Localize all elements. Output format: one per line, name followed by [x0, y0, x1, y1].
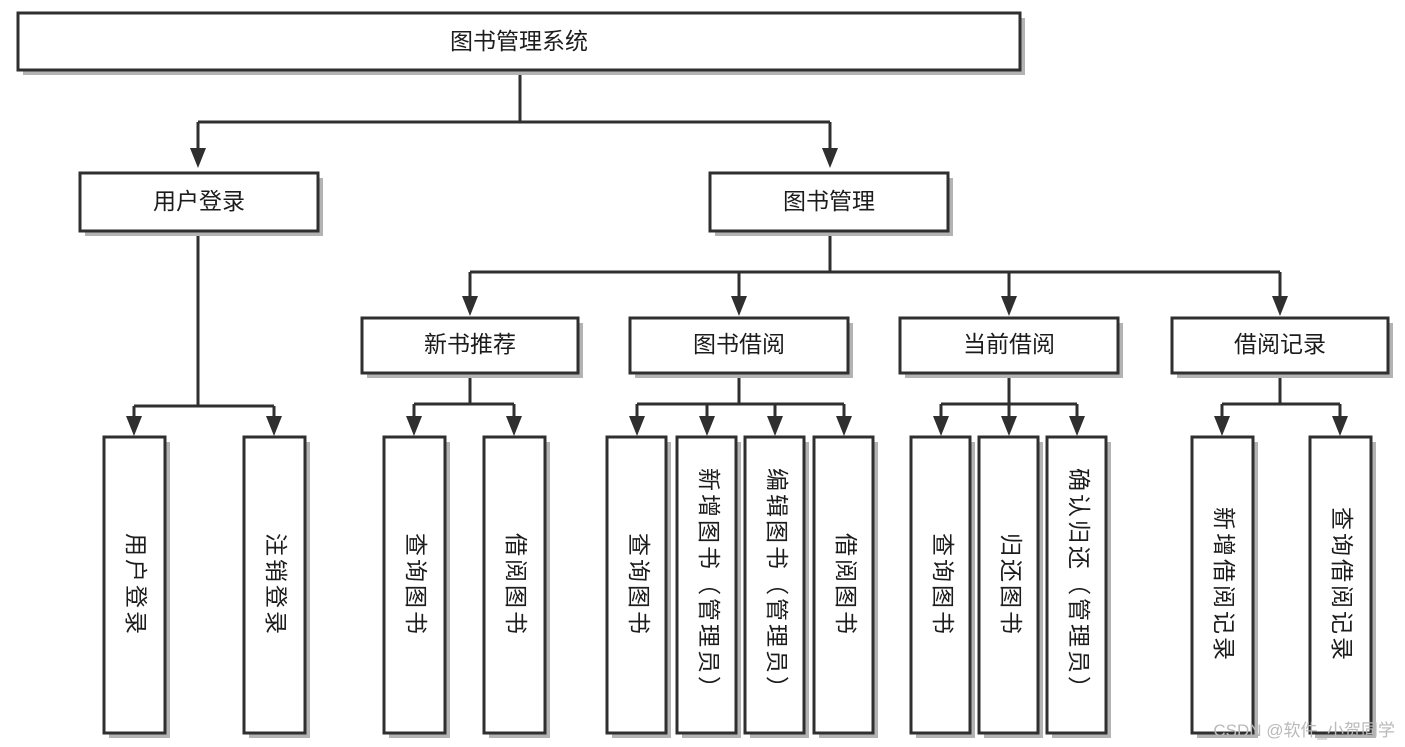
arrow-to-borrow-record: [1272, 296, 1288, 316]
leaf-user-logout-box[interactable]: [242, 435, 307, 735]
leaf-query-record-label: 查询借阅记录: [1329, 507, 1355, 663]
leaf-query-book-2-label: 查询图书: [626, 533, 652, 637]
node-leaf-query-book-1[interactable]: 查询图书: [382, 435, 450, 738]
leaf-confirm-return-label: 确认归还（管理员）: [1066, 468, 1092, 702]
arrow-to-leaf-query-record: [1332, 416, 1348, 436]
node-user-login[interactable]: 用户登录: [78, 171, 323, 236]
arrow-to-leaf-user-login: [126, 416, 142, 436]
leaf-edit-book-box[interactable]: [743, 435, 806, 735]
arrow-to-leaf-user-logout: [266, 416, 282, 436]
connector-group-current-borrow: [933, 373, 1085, 436]
current-borrow-label: 当前借阅: [963, 331, 1055, 357]
leaf-borrow-book-1-label: 借阅图书: [503, 533, 529, 637]
root-box[interactable]: [16, 11, 1022, 72]
node-leaf-query-book-2[interactable]: 查询图书: [605, 435, 671, 738]
arrow-to-leaf-query-book-3: [933, 416, 949, 436]
new-book-recommend-box[interactable]: [360, 316, 580, 375]
leaf-borrow-book-2-label: 借阅图书: [833, 533, 859, 637]
node-leaf-edit-book[interactable]: 编辑图书（管理员）: [743, 435, 809, 738]
leaf-borrow-book-2-box[interactable]: [812, 435, 875, 735]
book-borrow-box[interactable]: [628, 316, 850, 375]
arrow-to-leaf-borrow-book-1: [506, 416, 522, 436]
root-label: 图书管理系统: [450, 28, 588, 54]
arrow-to-leaf-borrow-book-2: [836, 416, 852, 436]
node-book-management[interactable]: 图书管理: [708, 171, 953, 236]
arrow-to-leaf-query-book-2: [629, 416, 645, 436]
borrow-record-label: 借阅记录: [1234, 331, 1326, 357]
connector-group-user-login: [126, 231, 282, 436]
leaf-confirm-return-box[interactable]: [1045, 435, 1108, 735]
arrow-to-user-login: [190, 148, 206, 168]
node-leaf-query-record[interactable]: 查询借阅记录: [1308, 435, 1376, 738]
borrow-record-box[interactable]: [1170, 316, 1390, 375]
leaf-query-book-3-label: 查询图书: [930, 533, 956, 637]
node-leaf-add-book[interactable]: 新增图书（管理员）: [675, 435, 741, 738]
node-leaf-add-record[interactable]: 新增借阅记录: [1190, 435, 1258, 738]
book-borrow-label: 图书借阅: [693, 331, 785, 357]
arrow-to-leaf-confirm-return: [1069, 416, 1085, 436]
node-leaf-borrow-book-2[interactable]: 借阅图书: [812, 435, 878, 738]
arrow-to-book-borrow: [731, 296, 747, 316]
connector-group-new-book-recommend: [406, 373, 522, 436]
leaf-query-book-1-label: 查询图书: [403, 533, 429, 637]
current-borrow-box[interactable]: [898, 316, 1120, 375]
node-leaf-user-logout[interactable]: 注销登录: [242, 435, 310, 738]
arrow-to-book-management: [822, 148, 838, 168]
arrow-to-current-borrow: [1001, 296, 1017, 316]
connector-group-root: [190, 72, 838, 168]
leaf-add-record-label: 新增借阅记录: [1211, 507, 1237, 663]
node-leaf-user-login[interactable]: 用户登录: [102, 435, 170, 738]
connector-group-book-borrow: [629, 373, 852, 436]
user-login-box[interactable]: [78, 171, 320, 233]
node-current-borrow[interactable]: 当前借阅: [898, 316, 1123, 378]
leaf-query-book-3-box[interactable]: [909, 435, 972, 735]
new-book-recommend-label: 新书推荐: [424, 331, 516, 357]
node-book-borrow[interactable]: 图书借阅: [628, 316, 853, 378]
leaf-return-book-box[interactable]: [977, 435, 1040, 735]
leaf-edit-book-label: 编辑图书（管理员）: [764, 468, 790, 702]
arrow-to-new-book-recommend: [462, 296, 478, 316]
leaf-user-logout-label: 注销登录: [263, 533, 289, 637]
node-leaf-borrow-book-1[interactable]: 借阅图书: [482, 435, 550, 738]
leaf-borrow-book-1-box[interactable]: [482, 435, 547, 735]
book-management-box[interactable]: [708, 171, 950, 233]
leaf-query-book-2-box[interactable]: [605, 435, 668, 735]
node-root[interactable]: 图书管理系统: [16, 11, 1025, 75]
leaf-user-login-box[interactable]: [102, 435, 167, 735]
node-borrow-record[interactable]: 借阅记录: [1170, 316, 1393, 378]
arrow-to-leaf-return-book: [1001, 416, 1017, 436]
node-leaf-confirm-return[interactable]: 确认归还（管理员）: [1045, 435, 1111, 738]
arrow-to-leaf-edit-book: [767, 416, 783, 436]
arrow-to-leaf-query-book-1: [406, 416, 422, 436]
user-login-label: 用户登录: [153, 188, 245, 214]
leaf-query-record-box[interactable]: [1308, 435, 1373, 735]
leaf-add-book-label: 新增图书（管理员）: [696, 468, 722, 702]
leaf-add-book-box[interactable]: [675, 435, 738, 735]
leaf-user-login-label: 用户登录: [123, 533, 149, 637]
connector-group-borrow-record: [1214, 373, 1348, 436]
leaf-return-book-label: 归还图书: [998, 533, 1024, 637]
node-leaf-query-book-3[interactable]: 查询图书: [909, 435, 975, 738]
leaf-query-book-1-box[interactable]: [382, 435, 447, 735]
arrow-to-leaf-add-record: [1214, 416, 1230, 436]
book-management-label: 图书管理: [783, 188, 875, 214]
node-new-book-recommend[interactable]: 新书推荐: [360, 316, 583, 378]
connector-group-book-management: [462, 231, 1288, 316]
arrow-to-leaf-add-book: [699, 416, 715, 436]
node-leaf-return-book[interactable]: 归还图书: [977, 435, 1043, 738]
leaf-add-record-box[interactable]: [1190, 435, 1255, 735]
